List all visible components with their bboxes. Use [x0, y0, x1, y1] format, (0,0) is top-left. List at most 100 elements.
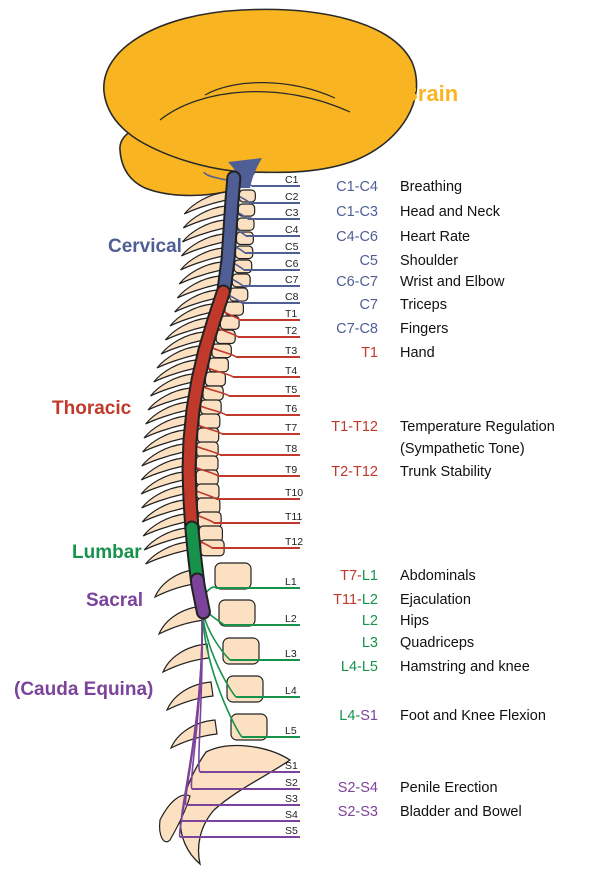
function-label-7: Hand: [400, 345, 435, 361]
segment-label-c8: C8: [285, 291, 299, 303]
range-part: S2-S3: [338, 804, 378, 820]
segment-label-t12: T12: [285, 536, 303, 548]
range-part: T2-T12: [331, 464, 378, 480]
range-part: C7: [359, 297, 378, 313]
range-part: T1-T12: [331, 419, 378, 435]
segment-label-t6: T6: [285, 403, 297, 415]
segment-label-c1: C1: [285, 174, 299, 186]
function-label-12: Hips: [400, 613, 429, 629]
segment-label-c2: C2: [285, 191, 299, 203]
segment-label-s3: S3: [285, 793, 298, 805]
vertebra-process: [167, 682, 213, 710]
range-part: T7-: [340, 568, 362, 584]
range-part: C5: [359, 253, 378, 269]
vertebra-body: [197, 498, 220, 513]
vertebra-body: [230, 288, 248, 301]
segment-label-t5: T5: [285, 384, 297, 396]
function-range-0: C1-C4: [336, 179, 378, 195]
vertebral-column: [141, 190, 290, 864]
region-label-cauda-equina: (Cauda Equina): [14, 679, 153, 700]
function-label-9: Trunk Stability: [400, 464, 492, 480]
range-part: S2-S4: [338, 780, 378, 796]
segment-label-c6: C6: [285, 258, 299, 270]
segment-label-c4: C4: [285, 224, 299, 236]
range-part: S1: [360, 708, 378, 724]
segment-label-t8: T8: [285, 443, 297, 455]
function-range-3: C5: [359, 253, 378, 269]
region-label-thoracic: Thoracic: [52, 398, 132, 419]
function-label-15: Foot and Knee Flexion: [400, 708, 546, 724]
function-label-4: Wrist and Elbow: [400, 274, 505, 290]
function-label-3: Shoulder: [400, 253, 458, 269]
function-range-15: L4-S1: [339, 708, 378, 724]
segment-label-l3: L3: [285, 648, 297, 660]
region-label-cervical: Cervical: [108, 236, 182, 257]
lumbar-cord: [192, 528, 198, 580]
vertebra-body: [198, 428, 219, 443]
region-label-lumbar: Lumbar: [72, 542, 142, 563]
function-range-14: L4-L5: [341, 659, 378, 675]
lumbar-vertebra-body: [227, 676, 263, 702]
function-label-5: Triceps: [400, 297, 447, 313]
function-range-7: T1: [361, 345, 378, 361]
range-part: C1-C4: [336, 179, 378, 195]
function-range-2: C4-C6: [336, 229, 378, 245]
range-part: T1: [361, 345, 378, 361]
vertebra-body: [199, 526, 222, 542]
segment-label-l4: L4: [285, 685, 297, 697]
function-range-9: T2-T12: [331, 464, 378, 480]
segment-label-s2: S2: [285, 777, 298, 789]
function-label-0: Breathing: [400, 179, 462, 195]
function-range-17: S2-S3: [338, 804, 378, 820]
range-part: L2: [362, 592, 378, 608]
function-range-13: L3: [362, 635, 378, 651]
function-range-11: T11-L2: [333, 592, 378, 608]
segment-label-t9: T9: [285, 464, 297, 476]
function-range-8: T1-T12: [331, 419, 378, 435]
function-label-6: Fingers: [400, 321, 448, 337]
segment-label-t10: T10: [285, 487, 303, 499]
brain-label: Brain: [402, 81, 458, 106]
function-label-16: Penile Erection: [400, 780, 498, 796]
lumbar-vertebra-body: [215, 563, 251, 589]
segment-label-t2: T2: [285, 325, 297, 337]
segment-label-c5: C5: [285, 241, 299, 253]
segment-label-s4: S4: [285, 809, 298, 821]
segment-label-t11: T11: [285, 511, 302, 523]
segment-label-l1: L1: [285, 576, 297, 588]
segment-label-t3: T3: [285, 345, 297, 357]
function-label-14: Hamstring and knee: [400, 659, 530, 675]
function-label-8: Temperature Regulation: [400, 419, 555, 435]
brain-illustration: [104, 9, 417, 195]
segment-label-s5: S5: [285, 825, 298, 837]
function-range-6: C7-C8: [336, 321, 378, 337]
lumbar-vertebra-body: [219, 600, 255, 626]
range-part: C4-C6: [336, 229, 378, 245]
vertebra-body: [236, 232, 253, 244]
range-part: C1-C3: [336, 204, 378, 220]
function-range-16: S2-S4: [338, 780, 378, 796]
segment-label-t4: T4: [285, 365, 297, 377]
range-part: L3: [362, 635, 378, 651]
function-range-4: C6-C7: [336, 274, 378, 290]
function-range-12: L2: [362, 613, 378, 629]
function-label-13: Quadriceps: [400, 635, 474, 651]
range-part: L4-: [339, 708, 360, 724]
function-label-10: Abdominals: [400, 568, 476, 584]
range-part: C6-C7: [336, 274, 378, 290]
function-label-2: Heart Rate: [400, 229, 470, 245]
function-range-1: C1-C3: [336, 204, 378, 220]
segment-label-t1: T1: [285, 308, 297, 320]
sacral-cord: [197, 580, 203, 612]
function-label-11: Ejaculation: [400, 592, 471, 608]
function-label-1: Head and Neck: [400, 204, 501, 220]
range-part: C7-C8: [336, 321, 378, 337]
segment-label-c7: C7: [285, 274, 299, 286]
range-part: L4-L5: [341, 659, 378, 675]
range-part: L2: [362, 613, 378, 629]
segment-label-l2: L2: [285, 613, 297, 625]
segment-label-s1: S1: [285, 760, 298, 772]
